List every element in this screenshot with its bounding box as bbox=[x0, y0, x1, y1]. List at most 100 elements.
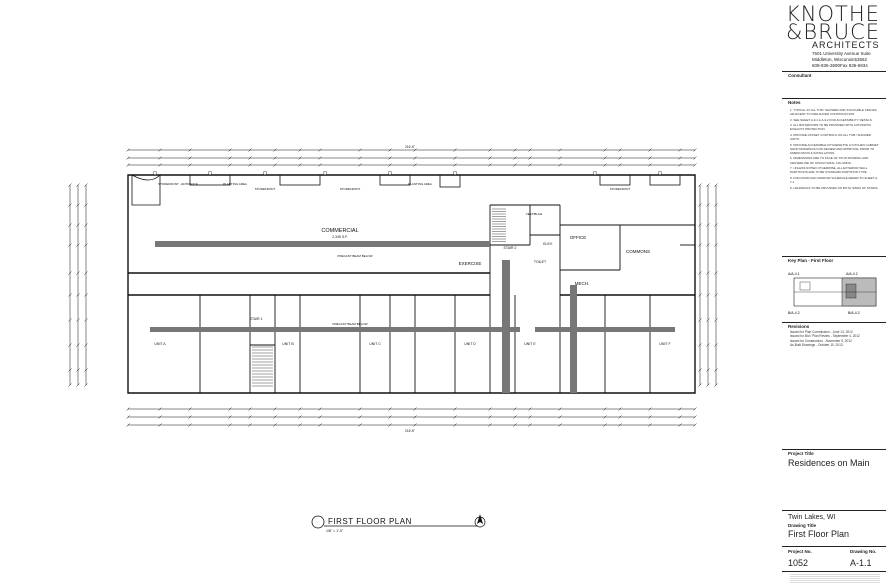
dimension-tick bbox=[678, 407, 682, 411]
dimension-tick bbox=[318, 407, 322, 411]
divider bbox=[782, 256, 886, 257]
dimension-tick bbox=[68, 223, 72, 227]
dimension-tick bbox=[488, 156, 492, 160]
dimension-tick bbox=[358, 423, 362, 427]
dimension-tick bbox=[558, 156, 562, 160]
dimension-tick bbox=[84, 243, 88, 247]
dimension-tick bbox=[706, 318, 710, 322]
divider bbox=[782, 98, 886, 99]
room-label-storefront: STOREFRONT bbox=[255, 187, 276, 191]
dimension-tick bbox=[698, 383, 702, 387]
dimension-tick bbox=[698, 243, 702, 247]
dimension-tick bbox=[158, 148, 162, 152]
key-plan-tag: B/A-4.2 bbox=[788, 311, 800, 315]
dimension-tick bbox=[68, 203, 72, 207]
dimension-tick bbox=[388, 156, 392, 160]
revision-item: Issued for Construction - November 5, 20… bbox=[790, 338, 852, 343]
dimension-tick bbox=[358, 415, 362, 419]
dimension-tick bbox=[618, 423, 622, 427]
dimension-tick bbox=[678, 156, 682, 160]
dimension-tick bbox=[248, 163, 252, 167]
dimension-tick bbox=[188, 423, 192, 427]
dimension-tick bbox=[714, 293, 718, 297]
dimension-tick bbox=[678, 423, 682, 427]
room-label-commercial: COMMERCIAL bbox=[321, 228, 358, 234]
room-label-stair1: STAIR 1 bbox=[250, 317, 263, 321]
dimension-tick bbox=[76, 343, 80, 347]
drawing-number: A-1.1 bbox=[850, 558, 872, 568]
dimension-tick bbox=[68, 318, 72, 322]
dimension-tick bbox=[84, 223, 88, 227]
dimension-tick bbox=[318, 163, 322, 167]
address-line: 608-836-3690Fax 836-6934 bbox=[812, 63, 868, 68]
drawing-title: First Floor Plan bbox=[788, 529, 850, 539]
dimension-tick bbox=[488, 148, 492, 152]
planting-box bbox=[189, 174, 231, 186]
dimension-tick bbox=[76, 368, 80, 372]
dimension-tick bbox=[618, 148, 622, 152]
precast-column-band bbox=[502, 260, 510, 393]
dimension-tick bbox=[678, 148, 682, 152]
dimension-tick bbox=[603, 415, 607, 419]
dimension-tick bbox=[126, 407, 130, 411]
dimension-tick bbox=[648, 415, 652, 419]
room-label-commons: COMMONS bbox=[626, 249, 650, 254]
dimension-tick bbox=[84, 203, 88, 207]
dimension-tick bbox=[126, 423, 130, 427]
dimension-tick bbox=[298, 148, 302, 152]
dimension-tick bbox=[648, 156, 652, 160]
dimension-tick bbox=[188, 148, 192, 152]
dimension-tick bbox=[358, 156, 362, 160]
drawing-number-label: Drawing No. bbox=[850, 549, 877, 554]
unit-label: UNIT D bbox=[464, 342, 476, 346]
dimension-tick bbox=[188, 415, 192, 419]
dimension-tick bbox=[528, 148, 532, 152]
planting-box bbox=[439, 174, 461, 188]
revision-item: As-Built Drawings - October 10, 2013 bbox=[790, 342, 843, 347]
column-marker bbox=[323, 171, 328, 176]
dimension-tick bbox=[68, 271, 72, 275]
column-marker bbox=[262, 171, 267, 176]
dimension-tick bbox=[698, 183, 702, 187]
dimension-tick bbox=[248, 148, 252, 152]
column-marker bbox=[658, 171, 663, 176]
note-item: 9. HANDRAILS TO BE PROVIDED ON BOTH SIDE… bbox=[790, 185, 879, 190]
dimension-tick bbox=[693, 163, 697, 167]
dimension-tick bbox=[488, 423, 492, 427]
dimension-tick bbox=[488, 415, 492, 419]
dimension-tick bbox=[693, 415, 697, 419]
dimension-tick bbox=[318, 148, 322, 152]
dimension-tick bbox=[618, 415, 622, 419]
dimension-tick bbox=[603, 407, 607, 411]
first-floor-plan: COMMERCIAL 2,345 S.F. EXERCISE OFFICE CO… bbox=[68, 145, 718, 433]
dimension-tick bbox=[388, 148, 392, 152]
dimension-tick bbox=[126, 148, 130, 152]
room-area-commercial: 2,345 S.F. bbox=[332, 235, 348, 239]
dimension-tick bbox=[126, 156, 130, 160]
dimension-tick bbox=[318, 156, 322, 160]
firm-address: 7601 University Avenue Suite Middleton, … bbox=[812, 51, 884, 69]
beam-label: PRECAST BEAM BELOW bbox=[332, 322, 367, 326]
firm-logo-line2: &BRUCE bbox=[786, 20, 881, 44]
dimension-tick bbox=[618, 407, 622, 411]
dimension-tick bbox=[714, 203, 718, 207]
dimension-tick bbox=[714, 223, 718, 227]
dimension-tick bbox=[273, 163, 277, 167]
dimension-tick bbox=[188, 163, 192, 167]
dimension-tick bbox=[693, 407, 697, 411]
dimension-tick bbox=[528, 163, 532, 167]
precast-column-band bbox=[570, 285, 577, 393]
dimension-tick bbox=[248, 415, 252, 419]
room-label-mech: MECH. bbox=[575, 281, 590, 286]
address-line: Middleton, Wisconsin53562 bbox=[812, 57, 868, 62]
dimension-tick bbox=[706, 343, 710, 347]
dimension-tick bbox=[528, 156, 532, 160]
revisions-label: Revisions bbox=[788, 324, 810, 329]
room-label-toilet: TOILET bbox=[534, 260, 547, 264]
divider bbox=[782, 546, 886, 547]
column-marker bbox=[388, 171, 393, 176]
project-number: 1052 bbox=[788, 558, 809, 568]
dimension-tick bbox=[76, 271, 80, 275]
key-plan-tag: A/A-4.1 bbox=[788, 272, 800, 276]
dimension-tick bbox=[228, 156, 232, 160]
